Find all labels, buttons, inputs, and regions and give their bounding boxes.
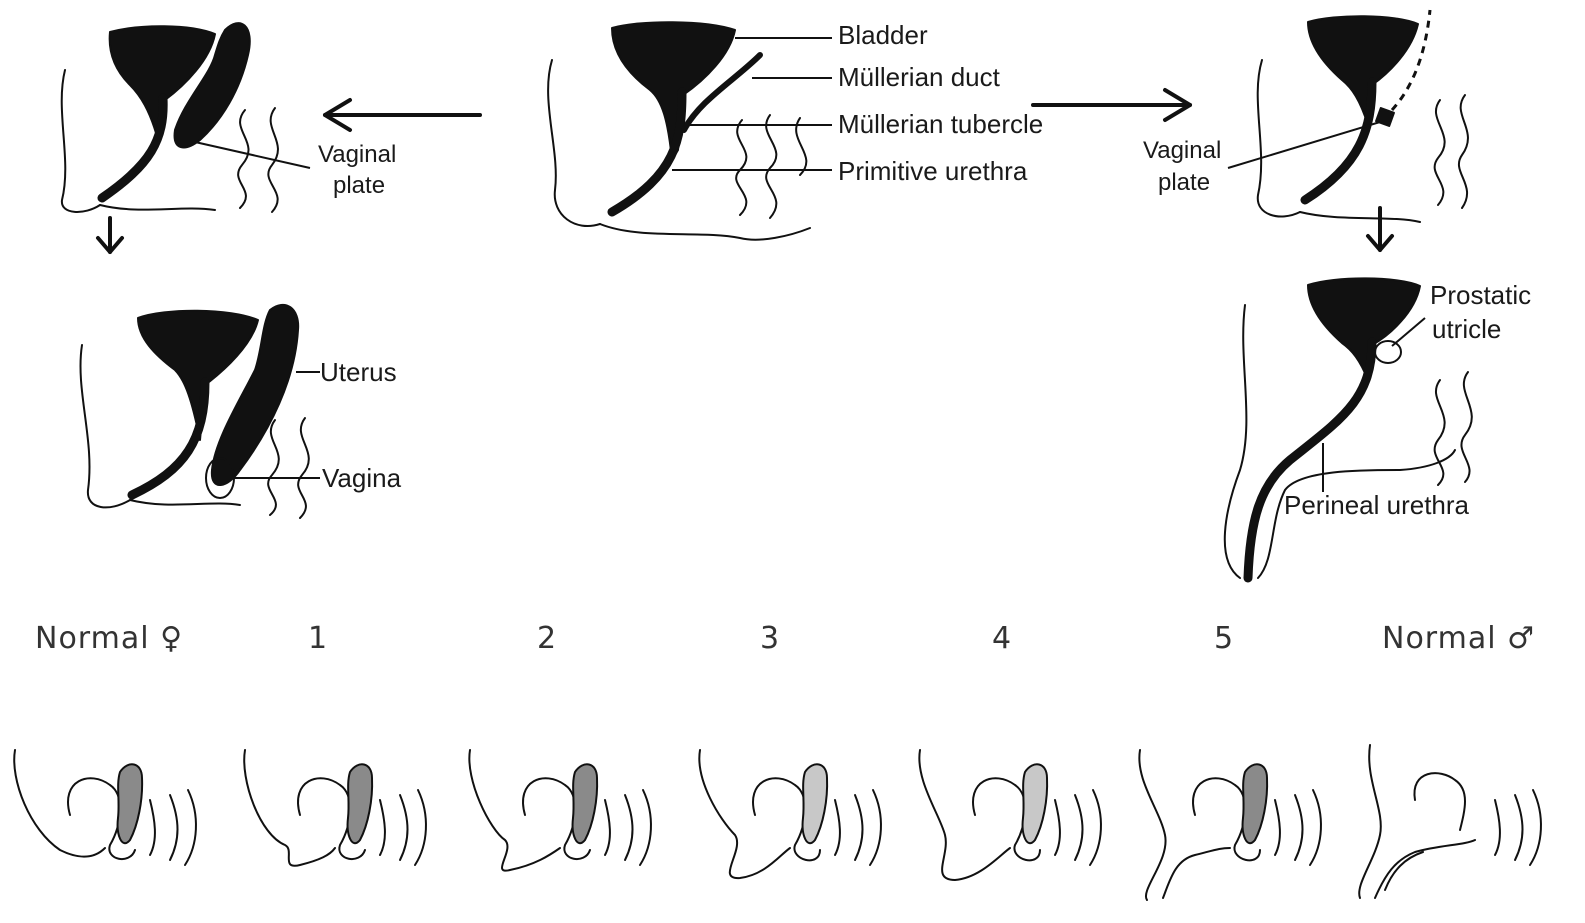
arrow-to-female: [325, 100, 480, 130]
sketch-normal-male: [1359, 745, 1541, 898]
stage-label-3: 3: [760, 621, 780, 656]
label-prostatic-utricle-line2: utricle: [1432, 314, 1501, 344]
stage-label-1: 1: [308, 621, 328, 656]
stage-label-normal-female: Normal ♀: [35, 621, 183, 656]
sketch-stage-5: [1139, 750, 1321, 900]
primitive-stage-figure: [548, 22, 832, 239]
sketch-stage-1: [244, 750, 426, 866]
stage-label-5: 5: [1214, 621, 1234, 656]
label-vaginal-plate-right-line1: Vaginal: [1143, 137, 1221, 164]
label-vagina: Vagina: [322, 463, 402, 493]
arrow-to-male: [1033, 90, 1190, 120]
label-mullerian-tubercle: Müllerian tubercle: [838, 109, 1043, 139]
label-primitive-urethra: Primitive urethra: [838, 156, 1028, 186]
sketch-stage-4: [919, 750, 1101, 880]
sketch-stage-3: [699, 750, 881, 878]
female-definitive-figure: [80, 305, 320, 518]
label-vaginal-plate-left-line1: Vaginal: [318, 141, 396, 168]
label-uterus: Uterus: [320, 357, 397, 387]
stage-label-2: 2: [537, 621, 557, 656]
label-vaginal-plate-left-line2: plate: [333, 172, 385, 199]
stage-label-normal-male: Normal ♂: [1382, 621, 1535, 656]
stage-label-4: 4: [992, 621, 1012, 656]
label-mullerian-duct: Müllerian duct: [838, 62, 1001, 92]
male-early-figure: [1228, 10, 1468, 250]
label-perineal-urethra: Perineal urethra: [1284, 490, 1470, 520]
female-early-figure: [62, 23, 310, 252]
label-vaginal-plate-right-line2: plate: [1158, 169, 1210, 196]
sketch-stage-2: [469, 750, 651, 871]
label-prostatic-utricle-line1: Prostatic: [1430, 280, 1531, 310]
sketch-normal-female: [14, 750, 196, 865]
label-bladder: Bladder: [838, 20, 928, 50]
